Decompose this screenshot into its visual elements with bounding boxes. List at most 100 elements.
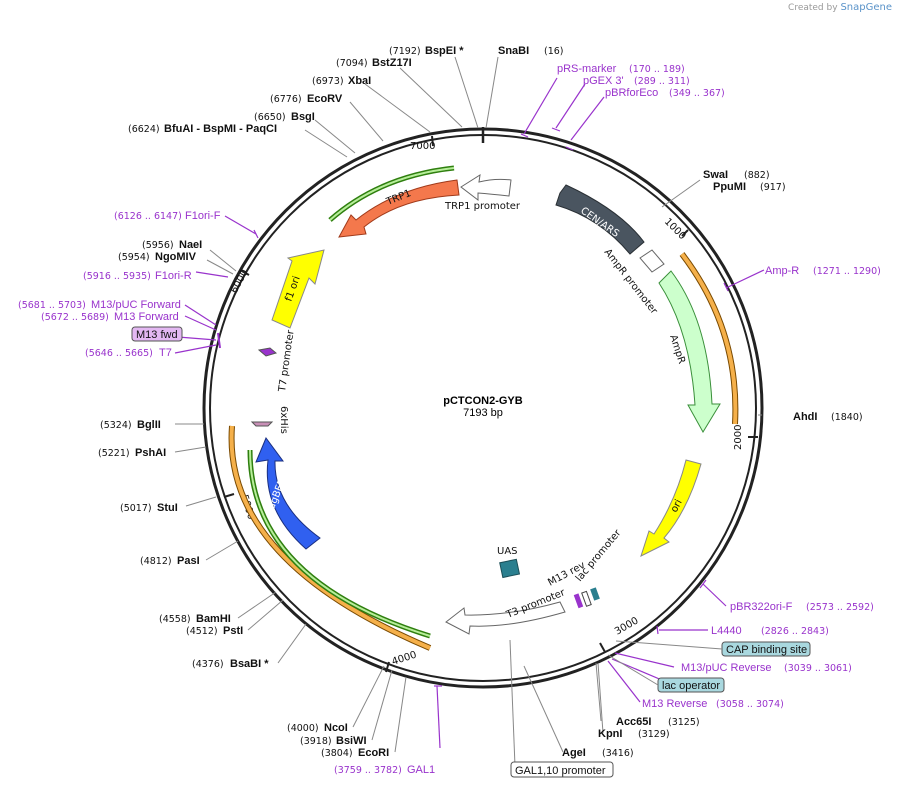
enzyme-pos: (3125) [668,717,700,728]
his-tag-label: 6xHis [278,406,289,434]
enzyme-ecorv[interactable]: EcoRV [307,93,343,105]
enzyme-ncoi[interactable]: NcoI [324,722,348,734]
primer-pos: (1271 .. 1290) [813,266,881,277]
enzyme-acc65i[interactable]: Acc65I [616,716,651,728]
enzyme-pos: (7192) [389,46,421,57]
gal-promoter-arrow[interactable] [445,601,566,635]
enzyme-pos: (4558) [159,614,191,625]
lac-prom-marker[interactable] [581,590,592,607]
enzyme-ppumi[interactable]: PpuMI [713,181,746,193]
plasmid-size: 7193 bp [463,407,503,419]
cap-binding-site-box[interactable]: CAP binding site [726,644,807,656]
enzyme-pos: (1840) [831,412,863,423]
enzyme-pos: (5324) [100,420,132,431]
enzyme-bspei[interactable]: BspEI * [425,45,464,57]
enzyme-pos: (3804) [321,748,353,759]
primer-t7[interactable]: T7 [159,347,172,359]
primer-pos: (2573 .. 2592) [806,602,874,613]
uas-box[interactable] [499,558,521,579]
tick-2000: 2000 [733,425,744,450]
primer-prs-marker[interactable]: pRS-marker [557,63,617,75]
enzyme-stui[interactable]: StuI [157,502,178,514]
enzyme-pos: (5221) [98,448,130,459]
primer-m13puc-forward[interactable]: M13/pUC Forward [91,299,181,311]
primer-pos: (2826 .. 2843) [761,626,829,637]
ampr-promoter-arrow[interactable] [639,249,665,273]
lac-operator-box[interactable]: lac operator [662,680,720,692]
primer-pos: (5681 .. 5703) [18,300,86,311]
primer-gal1[interactable]: GAL1 [407,764,435,776]
enzyme-labels: (7192) BspEI * SnaBI (16) (7094) BstZ17I… [98,45,863,759]
enzyme-pasi[interactable]: PasI [177,555,200,567]
primer-amp-r[interactable]: Amp-R [765,265,799,277]
enzyme-bamhi[interactable]: BamHI [196,613,231,625]
primer-m13-reverse[interactable]: M13 Reverse [642,698,707,710]
box-leaders [607,640,723,686]
m13-fwd-box[interactable]: M13 fwd [136,329,178,341]
primer-pbr322ori-f[interactable]: pBR322ori-F [730,601,793,613]
enzyme-pos: (882) [744,170,770,181]
tagbfp-arrow[interactable] [255,436,321,550]
ori-label: ori [669,498,685,515]
primer-pos: (6126 .. 6147) [114,211,182,222]
enzyme-pos: (6776) [270,94,302,105]
primer-pbrforeco[interactable]: pBRforEco [605,87,658,99]
primer-m13puc-reverse[interactable]: M13/pUC Reverse [681,662,771,674]
tick-7000: 7000 [410,141,435,152]
trp1-promoter-arrow[interactable] [460,173,512,202]
enzyme-bglii[interactable]: BglII [137,419,161,431]
enzyme-ahdi[interactable]: AhdI [793,411,817,423]
enzyme-naei[interactable]: NaeI [179,239,202,251]
primer-pos: (5672 .. 5689) [41,312,109,323]
enzyme-pos: (5956) [142,240,174,251]
primer-l4440[interactable]: L4440 [711,625,742,637]
enzyme-bfuai[interactable]: BfuAI - BspMI - PaqCI [164,123,277,135]
enzyme-ngomiv[interactable]: NgoMIV [155,251,197,263]
enzyme-bsgi[interactable]: BsgI [291,111,315,123]
enzyme-bsiwi[interactable]: BsiWI [336,735,367,747]
f1ori-arrow[interactable] [271,249,325,329]
primer-m13-forward[interactable]: M13 Forward [114,311,179,323]
primer-pos: (3058 .. 3074) [716,699,784,710]
enzyme-pos: (5017) [120,503,152,514]
primer-f1ori-f[interactable]: F1ori-F [185,210,221,222]
enzyme-bstz17i[interactable]: BstZ17I [372,57,412,69]
uas-label: UAS [497,546,518,557]
trp1-promoter-label: TRP1 promoter [444,201,521,212]
cen-ars-arrow[interactable] [555,184,645,255]
ori-arrow[interactable] [640,459,702,557]
enzyme-xbai[interactable]: XbaI [348,75,371,87]
enzyme-pos: (4376) [192,659,224,670]
primer-f1ori-r[interactable]: F1ori-R [155,270,192,282]
enzyme-pos: (6973) [312,76,344,87]
t7-promoter-marker[interactable] [257,347,278,357]
lac-promoter-label: lac promoter [574,527,624,584]
primer-pgex3[interactable]: pGEX 3' [583,75,624,87]
enzyme-pos: (6650) [254,112,286,123]
enzyme-ecori[interactable]: EcoRI [358,747,389,759]
boxed-labels: M13 fwd CAP binding site lac operator GA… [131,326,811,778]
enzyme-bsabi[interactable]: BsaBI * [230,658,269,670]
his-tag-marker[interactable] [250,421,274,427]
enzyme-snabi[interactable]: SnaBI [498,45,529,57]
enzyme-pos: (5954) [118,252,150,263]
enzyme-kpni[interactable]: KpnI [598,728,622,740]
ampr-arrow[interactable] [658,270,721,433]
enzyme-agei[interactable]: AgeI [562,747,586,759]
trp1-arrow[interactable] [338,179,460,238]
enzyme-psti[interactable]: PstI [223,625,243,637]
primer-pos: (3039 .. 3061) [784,663,852,674]
enzyme-pos: (917) [760,182,786,193]
tick-6000: 6000 [229,268,251,296]
primer-pos: (289 .. 311) [634,76,690,87]
enzyme-swai[interactable]: SwaI [703,169,728,181]
m13rev-marker[interactable] [573,593,584,609]
gal1-10-promoter-box[interactable]: GAL1,10 promoter [515,765,606,777]
leader-lines [174,56,762,767]
enzyme-pos: (3918) [300,736,332,747]
enzyme-pshai[interactable]: PshAI [135,447,166,459]
tick-4000: 4000 [391,650,419,668]
snapgene-credit: Created by SnapGene [788,2,892,13]
lac-op-marker[interactable] [590,587,600,601]
